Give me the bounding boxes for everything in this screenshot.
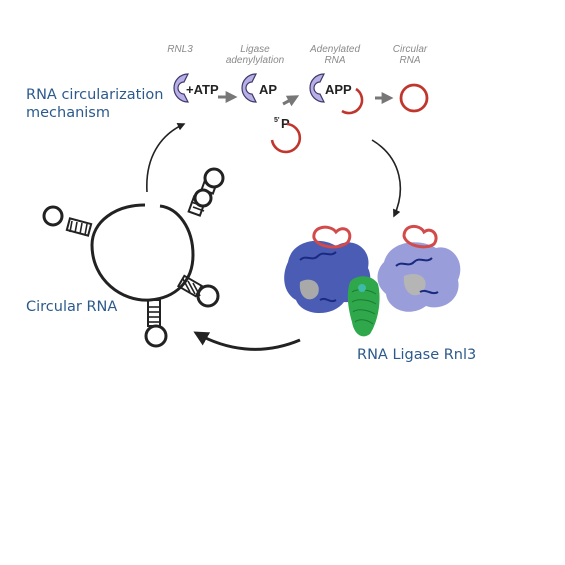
loop-right bbox=[196, 284, 220, 308]
step-ligase-line1: Ligase bbox=[240, 44, 270, 55]
step-adenylated-label: Adenylated RNA bbox=[295, 44, 375, 66]
phosphate-rna-strand bbox=[270, 122, 302, 154]
base-pair-ticks bbox=[69, 201, 205, 323]
circular-rna-product bbox=[399, 83, 429, 113]
adenylated-rna-strand bbox=[341, 87, 364, 115]
step-circular-line1: Circular bbox=[392, 44, 428, 55]
mechanism-label-line2: mechanism bbox=[26, 105, 110, 121]
enzyme-rnl3-shape bbox=[173, 73, 189, 103]
step-rnl3-label: RNL3 bbox=[167, 44, 193, 55]
circular-rna-structure bbox=[42, 167, 225, 348]
step-adenylated-line2: RNA bbox=[324, 55, 346, 66]
ligase-red-loop-right bbox=[402, 225, 438, 249]
ligase-coils bbox=[299, 251, 439, 303]
loop-top-right bbox=[203, 167, 225, 189]
step-ligase-line2: adenylylation bbox=[225, 55, 285, 66]
step-adenylated-line1: Adenylated bbox=[309, 44, 361, 55]
enzyme-ap: AP bbox=[241, 73, 277, 103]
phosphate-rna: 5' P bbox=[270, 116, 302, 154]
enzyme-app: APP bbox=[309, 73, 364, 115]
ligase-gray-region-left bbox=[299, 279, 319, 300]
ligase-label: RNA Ligase Rnl3 bbox=[357, 347, 477, 363]
app-text: APP bbox=[325, 82, 352, 97]
step-circular-label: Circular RNA bbox=[380, 44, 440, 66]
enzyme-app-shape bbox=[309, 73, 325, 103]
ligase-ligand bbox=[358, 284, 366, 292]
mechanism-label-line1: RNA circularization bbox=[26, 87, 164, 103]
ligase-structure bbox=[284, 225, 461, 337]
circular-rna-label: Circular RNA bbox=[26, 299, 118, 315]
helix-turns bbox=[351, 289, 377, 325]
cycle-arrow-right bbox=[371, 139, 402, 218]
step-circular-line2: RNA bbox=[399, 55, 421, 66]
enzyme-ap-shape bbox=[241, 73, 257, 103]
ap-text: AP bbox=[259, 82, 277, 97]
cycle-arrow-up bbox=[146, 123, 186, 193]
mechanism-label: RNA circularization mechanism bbox=[26, 86, 163, 122]
phosphate-text: P bbox=[281, 116, 290, 131]
central-loop bbox=[90, 203, 195, 302]
phosphate-prefix-text: 5' bbox=[274, 117, 280, 124]
cycle-arrow-left bbox=[193, 331, 301, 351]
plus-atp-text: +ATP bbox=[186, 82, 219, 97]
loop-left bbox=[42, 205, 64, 227]
step-arrow-2 bbox=[282, 95, 300, 107]
ligase-gray-region-right bbox=[403, 273, 426, 296]
loop-bottom bbox=[144, 324, 168, 348]
ligase-red-loop-left bbox=[312, 225, 352, 249]
enzyme-rnl3: +ATP bbox=[173, 73, 219, 103]
step-ligase-label: Ligase adenylylation bbox=[215, 44, 295, 66]
